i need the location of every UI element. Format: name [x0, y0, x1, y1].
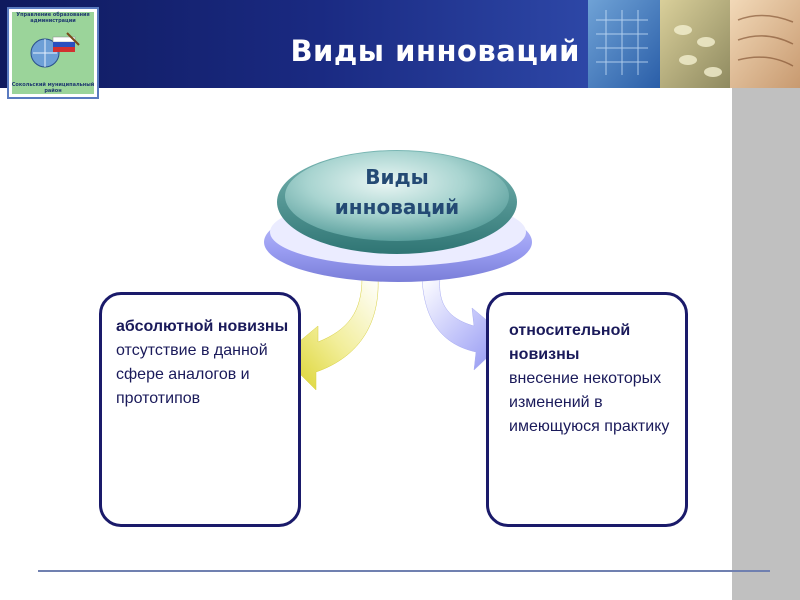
- organization-logo: Управление образования администрации Сок…: [7, 7, 99, 99]
- relative-novelty-box: относительной новизны внесение некоторых…: [486, 292, 688, 527]
- footer-divider: [38, 570, 770, 572]
- relative-novelty-heading: относительной новизны: [509, 319, 687, 367]
- relative-novelty-description: внесение некоторых изменений в имеющуюся…: [509, 367, 687, 439]
- absolute-novelty-box: абсолютной новизны отсутствие в данной с…: [99, 292, 301, 527]
- relative-novelty-content: относительной новизны внесение некоторых…: [509, 319, 687, 439]
- logo-top-text: Управление образования администрации: [11, 12, 95, 24]
- logo-bottom-text: Сокольский муниципальный район: [11, 82, 95, 94]
- absolute-novelty-content: абсолютной новизны отсутствие в данной с…: [116, 315, 296, 411]
- absolute-novelty-description: отсутствие в данной сфере аналогов и про…: [116, 339, 296, 411]
- center-label: Виды инноваций: [300, 162, 494, 222]
- globe-flag-icon: [23, 31, 83, 71]
- absolute-novelty-heading: абсолютной новизны: [116, 315, 296, 339]
